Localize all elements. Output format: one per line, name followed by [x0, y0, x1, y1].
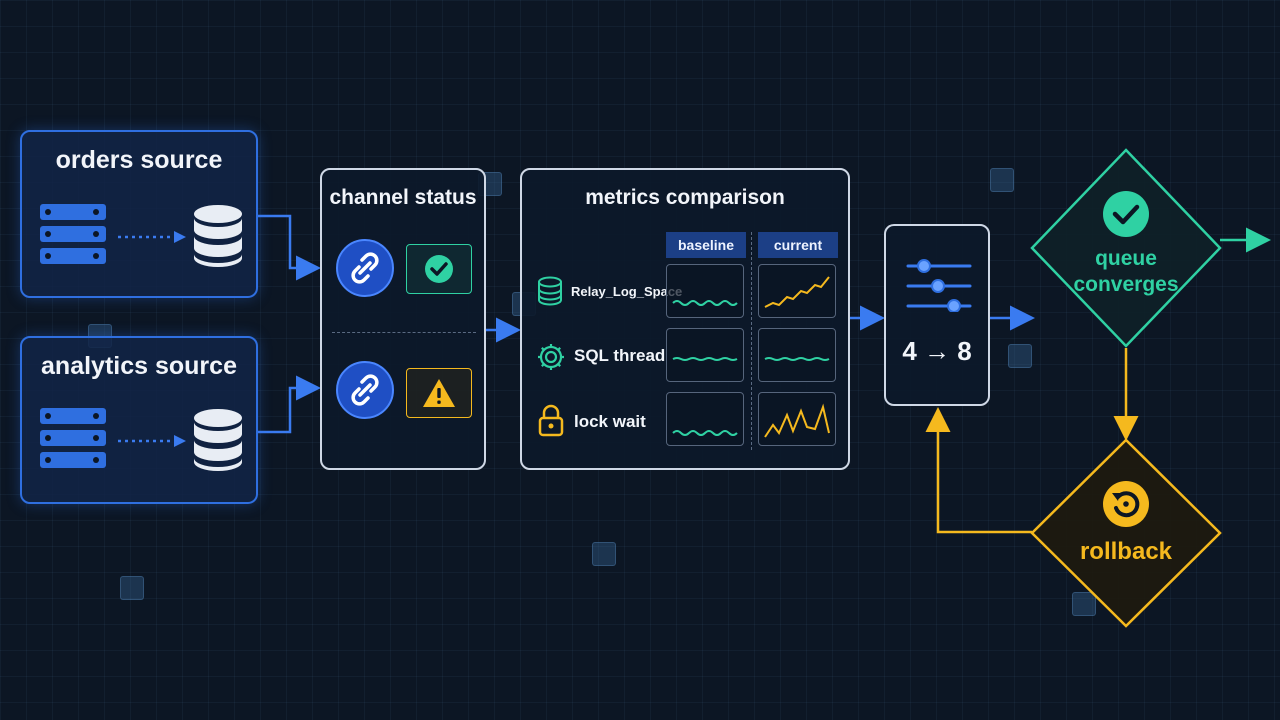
watermark-icon — [1072, 592, 1096, 616]
converge-label: queue converges — [1040, 246, 1212, 298]
check-icon — [425, 255, 453, 283]
status-warning-badge — [406, 368, 472, 418]
channel-status-panel[interactable]: channel status — [320, 168, 486, 470]
scaling-label: 4 → 8 — [902, 336, 972, 366]
converge-label-line2: converges — [1073, 273, 1179, 296]
dotted-arrow-icon — [118, 435, 186, 447]
arrow-analytics-to-channel — [258, 375, 321, 434]
watermark-icon — [120, 576, 144, 600]
rollback-icon — [1103, 481, 1149, 527]
warning-icon — [423, 379, 455, 407]
dotted-arrow-icon — [118, 231, 186, 243]
metric-label-relay-log-space: Relay_Log_Space — [571, 284, 683, 299]
check-circle-icon — [1103, 191, 1149, 237]
gear-icon — [538, 344, 564, 370]
link-icon — [336, 239, 394, 297]
metrics-comparison-panel[interactable]: metrics comparison baseline current Rela… — [520, 168, 850, 470]
rollback-label: rollback — [1079, 538, 1173, 565]
watermark-icon — [990, 168, 1014, 192]
arrow-rollback-to-scale — [925, 407, 1032, 534]
column-header-baseline: baseline — [666, 232, 746, 258]
lock-icon — [538, 404, 564, 437]
orders-source-title: orders source — [55, 146, 223, 174]
converge-decision-node[interactable] — [1030, 148, 1222, 348]
analytics-source-node[interactable]: analytics source — [20, 336, 258, 504]
status-ok-badge — [406, 244, 472, 294]
metric-label-lock-wait: lock wait — [574, 412, 646, 431]
sparkline-baseline-sql — [666, 328, 744, 382]
arrow-orders-to-channel — [258, 214, 321, 281]
column-divider — [751, 232, 752, 450]
sparkline-current-sql — [758, 328, 836, 382]
scaling-node[interactable]: 4 → 8 — [884, 224, 990, 406]
sparkline-baseline-lock — [666, 392, 744, 446]
metric-label-sql-thread: SQL thread — [574, 346, 666, 365]
watermark-icon — [592, 542, 616, 566]
database-icon — [194, 205, 242, 267]
link-icon — [336, 361, 394, 419]
sparkline-current-relay — [758, 264, 836, 318]
channel-status-title: channel status — [329, 186, 477, 209]
orders-source-node[interactable]: orders source — [20, 130, 258, 298]
column-header-current: current — [758, 232, 838, 258]
watermark-icon — [1008, 344, 1032, 368]
metrics-comparison-title: metrics comparison — [585, 186, 785, 209]
server-icon — [40, 204, 106, 264]
converge-label-line1: queue — [1095, 247, 1157, 270]
sparkline-baseline-relay — [666, 264, 744, 318]
sliders-icon — [906, 259, 972, 312]
divider — [332, 332, 476, 333]
database-icon — [194, 409, 242, 471]
rollback-decision-node[interactable] — [1030, 438, 1222, 628]
analytics-source-title: analytics source — [41, 352, 237, 380]
database-icon — [538, 276, 562, 306]
server-icon — [40, 408, 106, 468]
sparkline-current-lock — [758, 392, 836, 446]
